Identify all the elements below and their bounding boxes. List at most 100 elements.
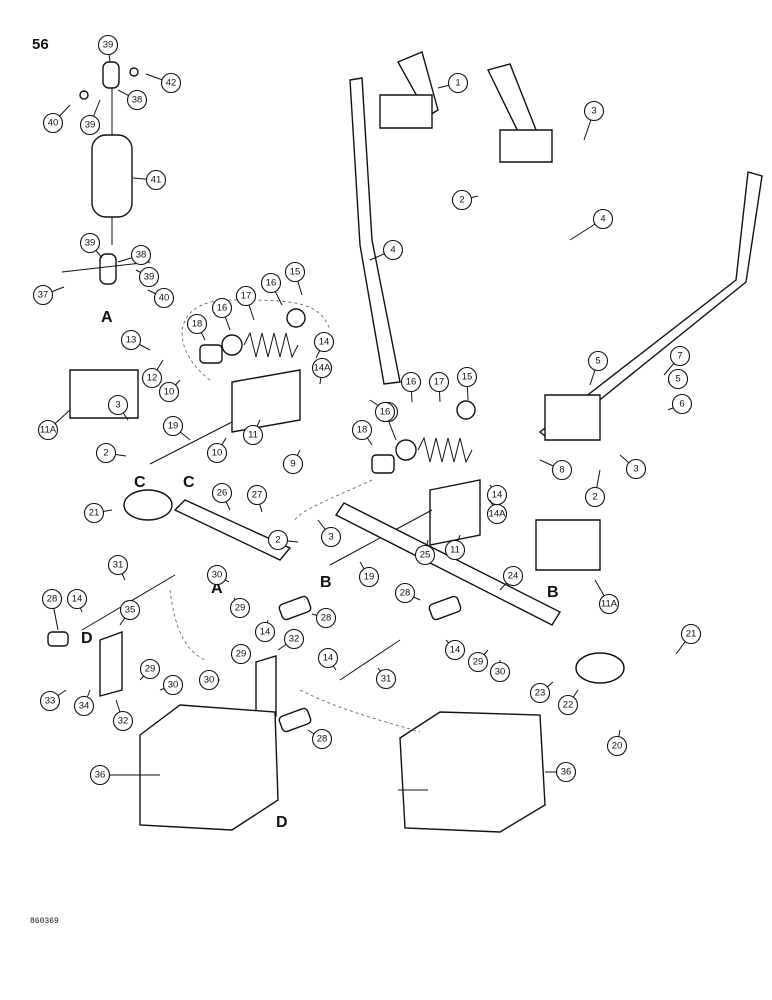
callout-circle [95, 442, 117, 464]
cross-shaft-26 [173, 499, 292, 561]
callout-31: 31 [375, 667, 397, 690]
callout-17: 17 [428, 371, 450, 403]
callout-4: 4 [369, 239, 404, 261]
callout-circle [138, 266, 160, 288]
rod-end-bottom [99, 253, 117, 285]
callout-circle [211, 297, 233, 319]
callout-number: 14 [323, 653, 334, 664]
callout-number: 4 [600, 214, 605, 225]
lever-arms [349, 77, 763, 441]
callout-circle [311, 728, 333, 750]
lever-base-right [544, 394, 601, 441]
callout-circle [246, 484, 268, 506]
callout-number: 39 [85, 120, 96, 131]
callout-circle [97, 34, 119, 56]
callout-number: 17 [434, 377, 445, 388]
callout-11: 11 [242, 419, 264, 446]
callout-circle [160, 72, 182, 94]
rod-end-hardware [47, 595, 462, 733]
lever-arm-left [349, 77, 401, 385]
callout-circle [230, 643, 252, 665]
callout-number: 11 [248, 430, 258, 441]
callout-11a: 11A [37, 409, 71, 441]
callout-26: 26 [211, 482, 233, 511]
callout-circle [447, 72, 469, 94]
callout-number: 30 [204, 675, 215, 686]
bearing-21-left [123, 489, 173, 521]
callout-circle [206, 442, 228, 464]
brackets [69, 369, 601, 571]
callout-39: 39 [79, 99, 101, 136]
ref-letter-d: D [276, 814, 288, 831]
callout-circle [186, 313, 208, 335]
callout-40: 40 [42, 104, 71, 134]
callout-circle [400, 371, 422, 393]
bracket-32-left [99, 631, 123, 697]
callout-41: 41 [132, 169, 167, 191]
callout-circle [162, 674, 184, 696]
callout-circle [315, 607, 337, 629]
callout-circle [317, 647, 339, 669]
callout-number: 14A [314, 363, 332, 374]
callout-10: 10 [206, 437, 228, 464]
callout-number: 6 [679, 399, 684, 410]
callout-2: 2 [584, 469, 606, 508]
callout-circle [313, 331, 335, 353]
washer-16b-upper [286, 308, 306, 328]
callout-circle [358, 566, 380, 588]
callout-7: 7 [663, 345, 691, 376]
callout-circle [557, 694, 579, 716]
callout-circle [394, 582, 416, 604]
callout-circle [584, 486, 606, 508]
callout-number: 3 [633, 464, 638, 475]
callout-35: 35 [119, 599, 141, 626]
callout-16: 16 [374, 401, 397, 441]
callout-number: 28 [47, 594, 58, 605]
callout-number: 28 [400, 588, 411, 599]
callout-circle [414, 544, 436, 566]
washer-top-right [129, 67, 139, 77]
callout-21: 21 [675, 623, 702, 655]
callout-19: 19 [162, 415, 191, 441]
callout-circle [667, 368, 689, 390]
callout-number: 39 [103, 40, 114, 51]
callout-10: 10 [158, 379, 181, 403]
callout-number: 41 [151, 175, 162, 186]
rod-end-top [102, 61, 120, 89]
rod-end-28-lower [278, 707, 312, 733]
callout-number: 39 [85, 238, 96, 249]
callout-number: 33 [45, 696, 56, 707]
callout-29: 29 [229, 597, 251, 619]
callout-number: 32 [289, 634, 300, 645]
callout-32: 32 [277, 628, 305, 651]
callout-circle [555, 761, 577, 783]
callout-number: 28 [321, 613, 332, 624]
callout-number: 2 [275, 535, 280, 546]
callout-circle [671, 393, 693, 415]
callout-17: 17 [235, 285, 257, 321]
callout-38: 38 [117, 89, 148, 111]
washer-top [79, 90, 89, 100]
callout-3: 3 [619, 454, 647, 480]
bracket-11-lower [429, 479, 481, 546]
callout-circle [502, 565, 524, 587]
callout-number: 29 [235, 603, 246, 614]
callout-circle [283, 628, 305, 650]
callout-circle [229, 597, 251, 619]
cross-shafts [123, 489, 625, 684]
ref-letter-c: C [134, 474, 146, 491]
callout-circle [83, 502, 105, 524]
callout-number: 36 [561, 767, 572, 778]
ref-letter-a: A [101, 309, 113, 326]
callout-20: 20 [606, 729, 628, 757]
callout-number: 29 [145, 664, 156, 675]
callout-circle [456, 366, 478, 388]
callout-14: 14 [254, 619, 276, 643]
page-number: 56 [32, 36, 49, 53]
callout-number: 16 [217, 303, 228, 314]
callout-21: 21 [83, 502, 113, 524]
callout-circle [260, 272, 282, 294]
bolt-bottom [61, 261, 151, 273]
callout-circle [235, 285, 257, 307]
callout-14: 14 [66, 588, 88, 613]
